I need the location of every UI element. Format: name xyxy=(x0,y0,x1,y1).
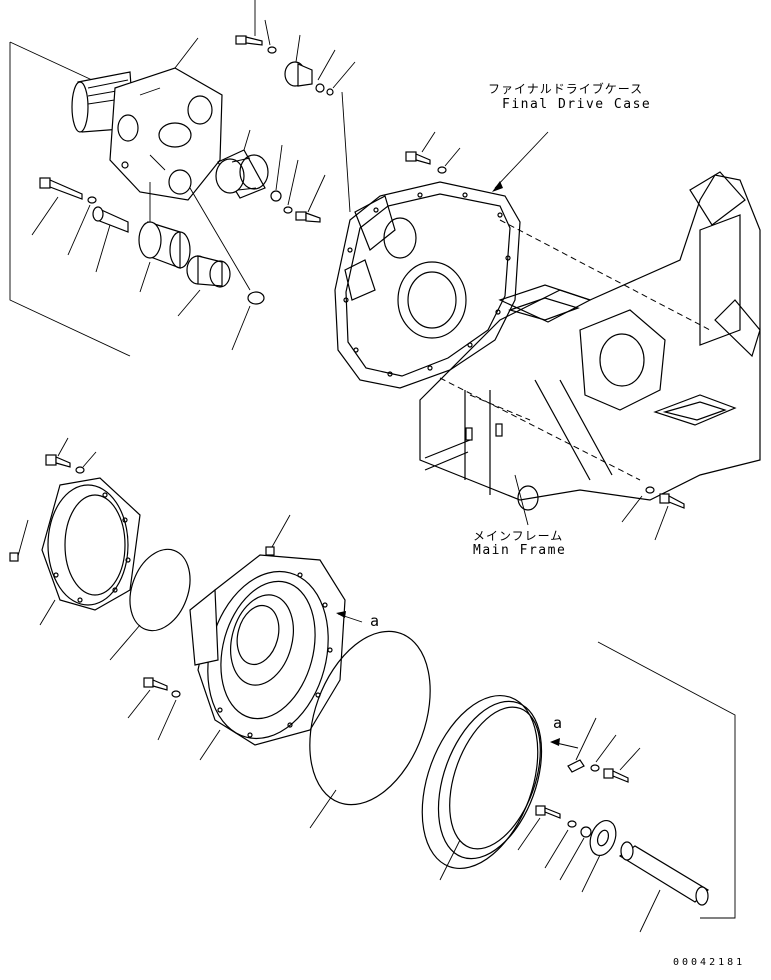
bolt-right-upper xyxy=(270,144,326,223)
ref-a-lower-label: a xyxy=(553,714,563,732)
washer-left xyxy=(67,196,97,256)
alignment-line-1 xyxy=(499,219,711,331)
final-drive-case-en-label: Final Drive Case xyxy=(502,97,652,112)
pin-left xyxy=(92,206,129,273)
thrust-washer xyxy=(231,291,265,351)
o-ring-small xyxy=(109,548,191,661)
retainer-plug xyxy=(284,34,356,96)
planet-carrier xyxy=(109,67,223,201)
alignment-line-2 xyxy=(439,377,641,481)
bolt-lower-center xyxy=(517,805,592,881)
drive-housing xyxy=(189,554,346,761)
bolt-housing-left xyxy=(127,677,181,741)
ref-a-lower-arrow xyxy=(550,738,560,746)
seal-cover xyxy=(39,477,141,626)
alignment-line-3 xyxy=(469,394,531,421)
bolt-frame xyxy=(621,486,685,541)
o-ring-large xyxy=(309,630,431,829)
final-drive-case-arrowhead xyxy=(492,181,503,192)
bearing-left xyxy=(177,187,251,317)
bolt-top xyxy=(235,0,277,54)
main-frame xyxy=(419,171,761,511)
bolt-case xyxy=(405,131,461,174)
final-drive-case xyxy=(334,181,521,389)
bolt-left xyxy=(31,177,83,236)
planet-gear-right xyxy=(215,129,269,199)
lower-right-bracket xyxy=(597,641,736,919)
pin-and-bolt-right xyxy=(567,717,641,783)
final-drive-case-leader xyxy=(494,131,549,189)
main-frame-leader xyxy=(514,474,529,526)
bolt-lower-left xyxy=(45,437,97,474)
ring-gear xyxy=(421,694,543,881)
ref-a-upper-arrow xyxy=(336,611,346,618)
final-drive-case-jp-label: ファイナルドライブケース xyxy=(488,82,644,96)
main-frame-en-label: Main Frame xyxy=(473,543,567,558)
small-bolt-cover xyxy=(9,519,29,562)
drawing-code: 00042181 xyxy=(673,957,746,968)
shaft xyxy=(618,841,709,933)
thrust-plate xyxy=(581,819,617,893)
ref-a-upper-label: a xyxy=(370,612,380,630)
main-frame-jp-label: メインフレーム xyxy=(473,529,564,543)
planet-gear-left xyxy=(138,182,191,293)
small-bolt-housing xyxy=(265,514,291,556)
